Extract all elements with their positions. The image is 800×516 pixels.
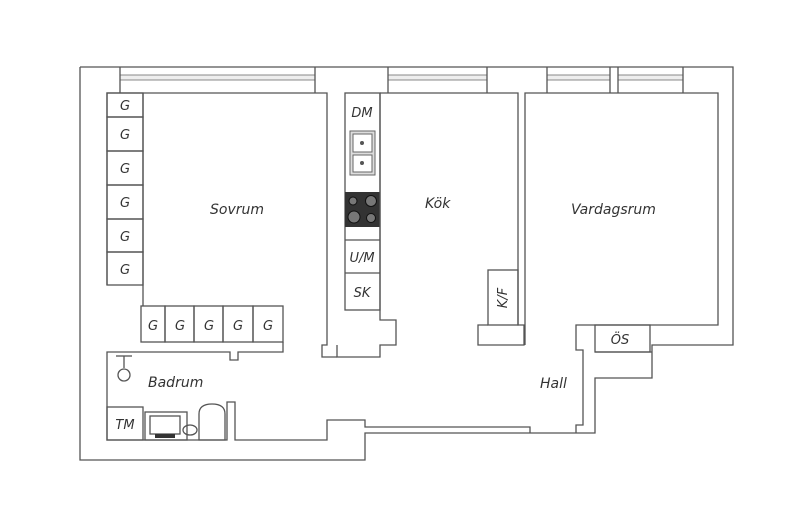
closet-label: G <box>120 196 130 211</box>
oven-micro-label: U/M <box>349 251 374 266</box>
room-label-kok: Kök <box>425 196 451 212</box>
kitchen-counter: DM U/M SK <box>344 92 381 311</box>
wardrobe: ÖS <box>594 324 651 353</box>
kitchen-right-wall <box>380 92 525 346</box>
closet-label: G <box>148 319 158 334</box>
dishwasher-label: DM <box>351 106 372 121</box>
windows <box>119 67 684 93</box>
room-label-hall: Hall <box>540 376 567 392</box>
closets-left: G G G G G G <box>106 92 144 286</box>
stove-icon <box>345 192 380 227</box>
washer: TM <box>106 406 144 441</box>
closet-label: G <box>120 128 130 143</box>
shower-icon <box>116 355 132 382</box>
room-label-vardagsrum: Vardagsrum <box>571 202 656 218</box>
kitchen-wall <box>336 93 397 358</box>
closets-bottom: G G G G G <box>140 305 284 343</box>
room-label-badrum: Badrum <box>148 375 203 391</box>
room-label-sovrum: Sovrum <box>210 202 264 218</box>
sink-icon <box>349 130 376 176</box>
closet-label: G <box>120 99 130 114</box>
closet-label: G <box>120 162 130 177</box>
bathroom-wall <box>106 342 531 441</box>
wardrobe-label: ÖS <box>611 331 629 348</box>
fridge-freezer-label: K/F <box>496 287 511 308</box>
fridge-freezer: K/F <box>487 269 519 326</box>
toilet-icon <box>182 403 226 441</box>
cabinet-label: SK <box>354 286 372 301</box>
closet-label: G <box>120 230 130 245</box>
washbasin-icon <box>144 411 188 441</box>
vardagsrum-wall <box>524 92 719 433</box>
closet-label: G <box>175 319 185 334</box>
closet-label: G <box>263 319 273 334</box>
outer-wall <box>79 66 734 461</box>
washer-label: TM <box>115 418 134 433</box>
closet-label: G <box>204 319 214 334</box>
closet-label: G <box>233 319 243 334</box>
closet-label: G <box>120 263 130 278</box>
